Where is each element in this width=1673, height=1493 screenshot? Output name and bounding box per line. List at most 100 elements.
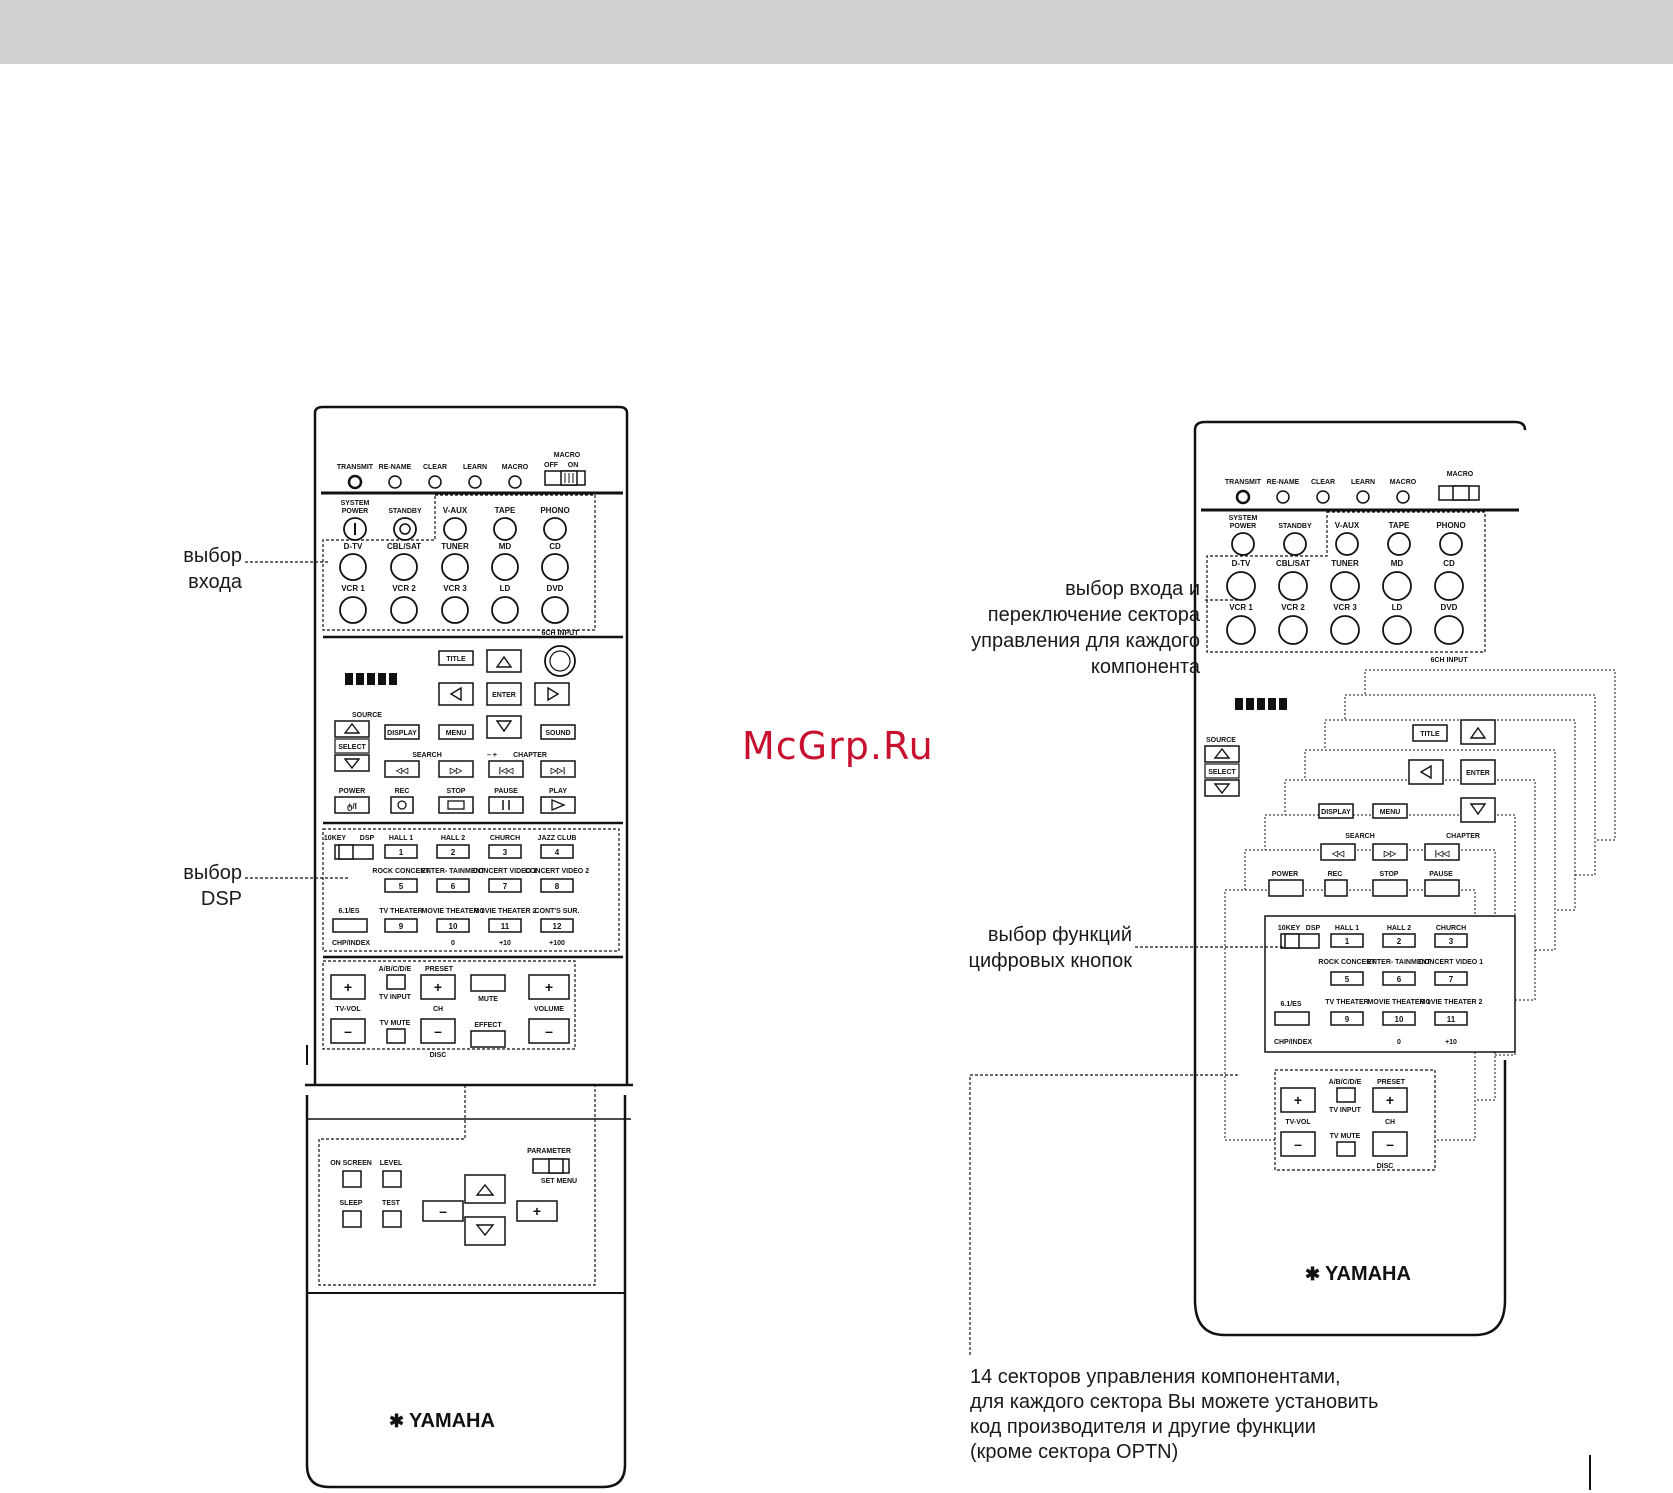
svg-text:+: +	[1294, 1092, 1302, 1108]
svg-text:VCR 2: VCR 2	[1281, 603, 1305, 612]
svg-text:PRESET: PRESET	[1377, 1079, 1406, 1086]
svg-text:CD: CD	[549, 542, 561, 551]
svg-text:CD: CD	[1443, 559, 1455, 568]
svg-text:DSP: DSP	[1306, 925, 1321, 932]
svg-text:7: 7	[1449, 975, 1454, 984]
svg-text:MACRO: MACRO	[1390, 479, 1417, 486]
svg-text:8: 8	[555, 882, 560, 891]
svg-text:HALL 1: HALL 1	[1335, 925, 1359, 932]
source-select[interactable]	[334, 738, 370, 754]
svg-text:◁◁: ◁◁	[1331, 849, 1345, 858]
svg-text:TV INPUT: TV INPUT	[379, 994, 412, 1001]
svg-text:ENTER: ENTER	[492, 692, 516, 699]
svg-text:▷▷: ▷▷	[449, 766, 463, 775]
svg-text:CBL/SAT: CBL/SAT	[387, 542, 421, 551]
svg-text:MOVIE THEATER 1: MOVIE THEATER 1	[422, 908, 485, 915]
svg-text:6: 6	[451, 882, 456, 891]
svg-text:PAUSE: PAUSE	[494, 788, 518, 795]
svg-text:POWER: POWER	[339, 788, 365, 795]
svg-text:ENTER- TAINMENT: ENTER- TAINMENT	[421, 868, 485, 875]
svg-text:–: –	[344, 1023, 352, 1039]
svg-text:DSP: DSP	[360, 835, 375, 842]
svg-text:PAUSE: PAUSE	[1429, 871, 1453, 878]
svg-text:TV THEATER: TV THEATER	[1325, 999, 1368, 1006]
svg-text:+100: +100	[549, 940, 565, 947]
menu-button[interactable]	[438, 724, 474, 740]
svg-text:✱: ✱	[389, 1411, 404, 1431]
svg-text:SYSTEM: SYSTEM	[341, 500, 370, 507]
tv-mute-button[interactable]	[386, 1028, 406, 1044]
svg-text:CHURCH: CHURCH	[1436, 925, 1466, 932]
remote-right: TRANSMIT RE-NAME CLEAR LEARN MACRO MACRO…	[1193, 420, 1616, 1337]
svg-text:SELECT: SELECT	[338, 744, 366, 751]
svg-text:6CH INPUT: 6CH INPUT	[542, 630, 580, 637]
svg-text:VCR 2: VCR 2	[392, 584, 416, 593]
svg-text:CHURCH: CHURCH	[490, 835, 520, 842]
svg-text:0: 0	[1397, 1039, 1401, 1046]
title-button[interactable]	[438, 650, 474, 666]
svg-text:SET MENU: SET MENU	[541, 1178, 577, 1185]
label-input-select-left: выбор входа	[183, 545, 242, 593]
svg-text:JAZZ CLUB: JAZZ CLUB	[538, 835, 577, 842]
svg-text:A/B/C/D/E: A/B/C/D/E	[1329, 1079, 1362, 1086]
dsp-row-2: ROCK CONCERT ENTER- TAINMENT CONCERT VID…	[372, 868, 589, 893]
svg-text:LEARN: LEARN	[463, 464, 487, 471]
dsp-switch[interactable]: 10KEY DSP	[324, 835, 375, 860]
svg-text:+10: +10	[1445, 1039, 1457, 1046]
display-button[interactable]	[384, 724, 420, 740]
svg-text:STANDBY: STANDBY	[1278, 523, 1312, 530]
svg-text:1: 1	[399, 848, 404, 857]
es-button[interactable]	[332, 918, 368, 933]
svg-text:TUNER: TUNER	[441, 542, 469, 551]
sectors-note: 14 секторов управления компонентами, для…	[970, 1366, 1379, 1463]
test-button[interactable]	[382, 1210, 402, 1228]
svg-text:POWER: POWER	[1272, 871, 1298, 878]
svg-text:VCR 3: VCR 3	[443, 584, 467, 593]
svg-text:LD: LD	[1392, 603, 1403, 612]
svg-text:TV MUTE: TV MUTE	[380, 1020, 411, 1027]
svg-text:–: –	[545, 1023, 553, 1039]
svg-text:TAPE: TAPE	[495, 506, 516, 515]
svg-text:CONCERT VIDEO 2: CONCERT VIDEO 2	[525, 868, 589, 875]
system-power-button[interactable]	[343, 517, 367, 541]
svg-text:VCR 1: VCR 1	[1229, 603, 1253, 612]
sound-button[interactable]	[540, 724, 576, 740]
svg-text:TITLE: TITLE	[446, 656, 466, 663]
svg-text:TRANSMIT: TRANSMIT	[1225, 479, 1262, 486]
level-button[interactable]	[382, 1170, 402, 1188]
mute-button[interactable]	[470, 974, 506, 992]
input-row-2: D-TV CBL/SAT TUNER MD CD	[339, 542, 569, 581]
svg-text:0: 0	[451, 940, 455, 947]
svg-text:TV-VOL: TV-VOL	[1285, 1119, 1311, 1126]
svg-text:9: 9	[1345, 1015, 1350, 1024]
svg-text:CBL/SAT: CBL/SAT	[1276, 559, 1310, 568]
svg-text:ENTER- TAINMENT: ENTER- TAINMENT	[1367, 959, 1431, 966]
tv-input-button[interactable]	[386, 974, 406, 990]
svg-text:TV-VOL: TV-VOL	[335, 1006, 361, 1013]
label-input-select-right: выбор входа и переключение сектора управ…	[971, 578, 1200, 678]
svg-text:SOURCE: SOURCE	[1206, 737, 1236, 744]
display-segments	[345, 673, 397, 685]
svg-text:MOVIE THEATER 2: MOVIE THEATER 2	[474, 908, 537, 915]
svg-text:RE-NAME: RE-NAME	[1267, 479, 1300, 486]
enter-button[interactable]	[486, 682, 522, 706]
effect-button[interactable]	[470, 1030, 506, 1048]
svg-text:HALL 2: HALL 2	[441, 835, 465, 842]
svg-text:ROCK CONCERT: ROCK CONCERT	[372, 868, 430, 875]
sleep-button[interactable]	[342, 1210, 362, 1228]
svg-text:MOVIE THEATER 1: MOVIE THEATER 1	[1368, 999, 1431, 1006]
macro-switch[interactable]: MACRO OFF ON	[544, 452, 586, 486]
svg-text:MACRO: MACRO	[502, 464, 529, 471]
6ch-input-button[interactable]	[544, 645, 576, 677]
svg-text:SLEEP: SLEEP	[340, 1200, 363, 1207]
standby-button[interactable]	[393, 517, 417, 541]
indicator-row: TRANSMIT RE-NAME CLEAR LEARN MACRO	[337, 464, 529, 490]
svg-text:9: 9	[399, 922, 404, 931]
on-screen-button[interactable]	[342, 1170, 362, 1188]
svg-text:▷▷|: ▷▷|	[550, 766, 566, 775]
svg-text:PARAMETER: PARAMETER	[527, 1148, 571, 1155]
svg-text:CLEAR: CLEAR	[423, 464, 447, 471]
svg-text:MENU: MENU	[446, 730, 467, 737]
svg-text:EFFECT: EFFECT	[474, 1022, 502, 1029]
svg-text:SEARCH: SEARCH	[412, 752, 442, 759]
